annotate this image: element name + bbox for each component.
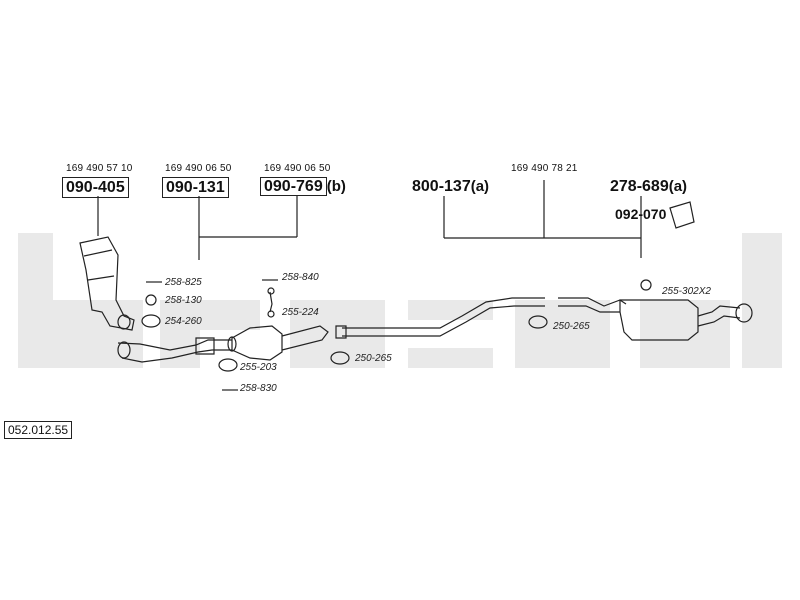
hanger-ring-icon [267,287,275,295]
converter-outlet [117,314,131,330]
watermark-block [408,300,493,320]
middle-converter [231,325,283,361]
watermark-block [640,300,730,368]
part-number-800-137[interactable]: 800-137(a) [412,178,490,195]
hanger-icon [269,291,273,313]
watermark-block [200,300,260,330]
converter-seam [87,275,115,281]
oem-number: 169 490 06 50 [165,163,232,174]
oem-number: 169 490 57 10 [66,163,133,174]
gasket-icon [145,294,157,306]
small-part-label[interactable]: 255-203 [240,362,277,373]
oem-number: 169 490 06 50 [264,163,331,174]
rubber-hanger [669,201,695,229]
part-number-090-131[interactable]: 090-131 [162,177,229,198]
watermark-block [18,233,53,368]
small-part-label[interactable]: 255-302X2 [662,286,711,297]
catalytic-converter [79,236,135,331]
small-part-label[interactable]: 258-840 [282,272,319,283]
watermark-block [515,300,610,368]
watermark-block [742,233,782,368]
flex-joint [195,337,215,355]
pipe-end [335,325,347,339]
small-part-label[interactable]: 254-260 [165,316,202,327]
clamp-icon [330,351,350,365]
clamp-icon [640,279,652,291]
watermark-block [408,348,493,368]
watermark-block [290,300,385,368]
part-number-092-070[interactable]: 092-070 [615,206,667,222]
tail-pipe [697,305,741,327]
front-pipe [117,339,232,363]
center-pipe [342,297,545,337]
small-part-label[interactable]: 258-830 [240,383,277,394]
clamp-icon [141,314,161,328]
hanger-ring-icon [267,310,275,318]
small-part-label[interactable]: 250-265 [355,353,392,364]
converter-seam [83,249,113,257]
small-part-label[interactable]: 250-265 [553,321,590,332]
front-pipe-flange [117,341,131,359]
clamp-icon [528,315,548,329]
oem-number: 169 490 78 21 [511,163,578,174]
middle-pipe [281,325,329,351]
tail-inlet-pipe [558,297,627,313]
small-part-label[interactable]: 258-130 [165,295,202,306]
converter-flange [227,336,237,352]
part-number-090-405[interactable]: 090-405 [62,177,129,198]
part-number-278-689[interactable]: 278-689(a) [610,178,688,195]
diagram-code: 052.012.55 [4,421,73,439]
rear-muffler [619,299,699,341]
part-number-090-769[interactable]: 090-769(b) [260,177,346,196]
small-part-label[interactable]: 258-825 [165,277,202,288]
tail-pipe-end [735,303,753,323]
clamp-icon [218,358,238,372]
small-part-label[interactable]: 255-224 [282,307,319,318]
